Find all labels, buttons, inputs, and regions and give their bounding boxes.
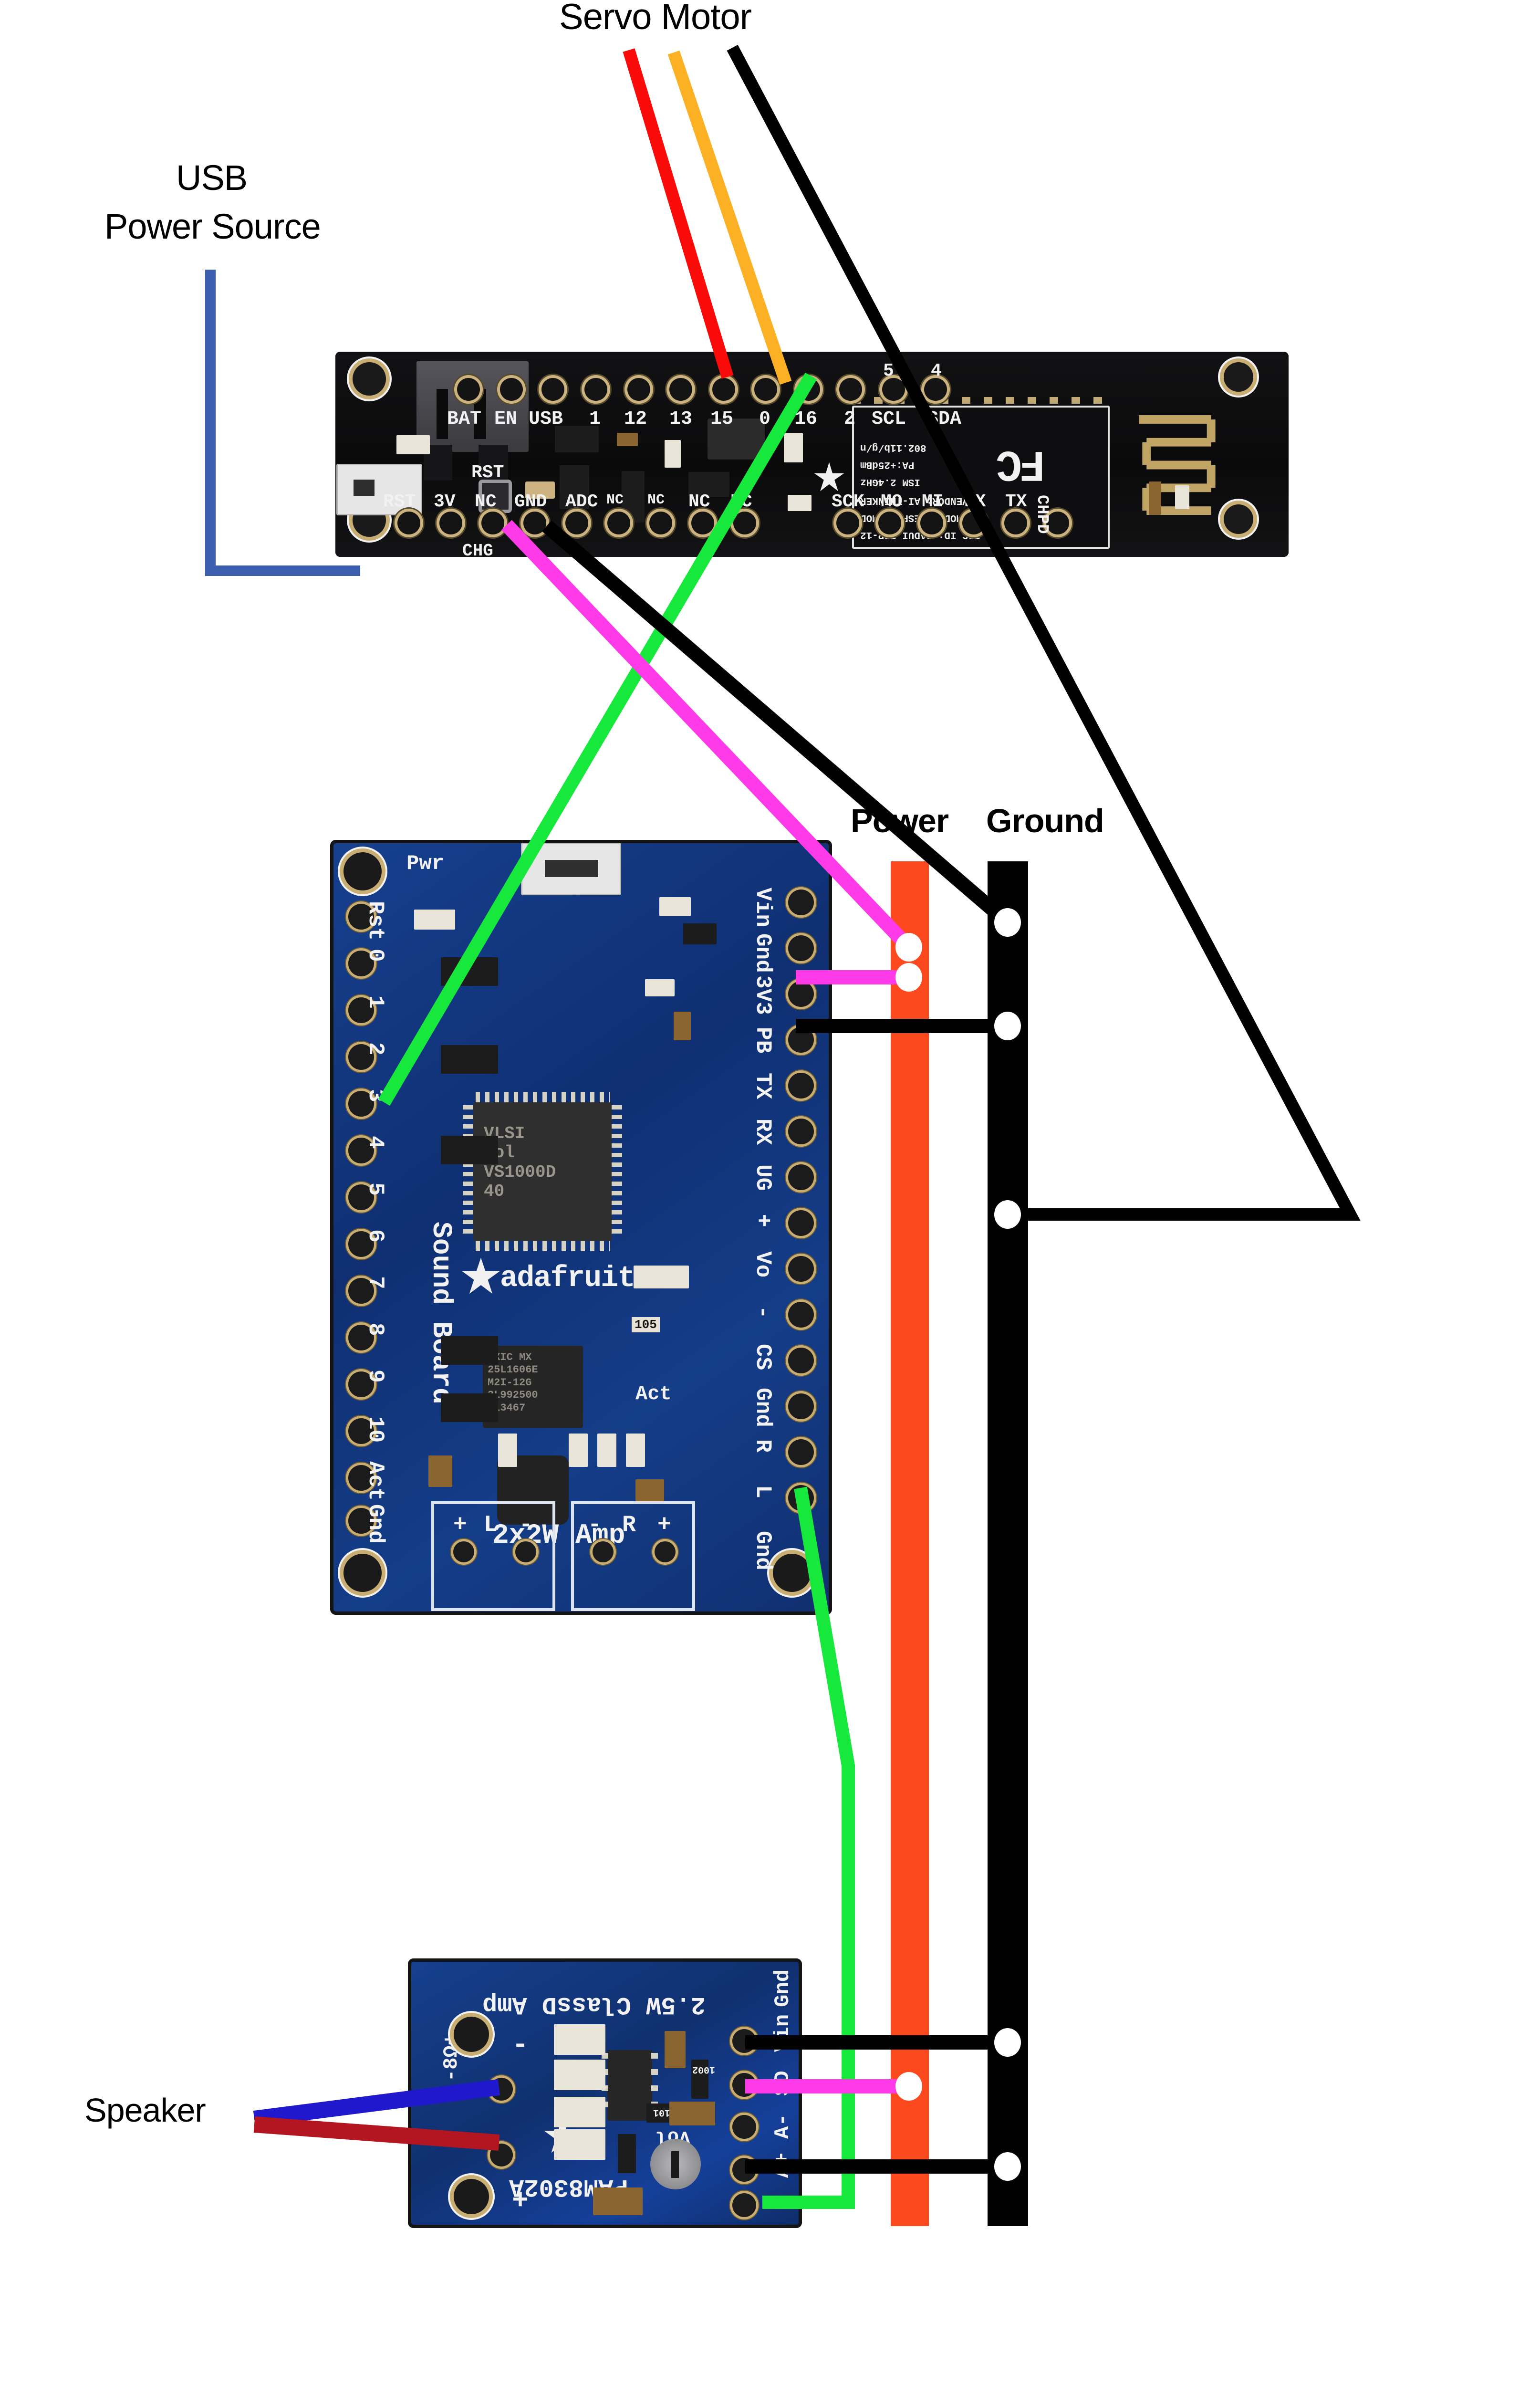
wire-feather3v-to-power-rail bbox=[501, 520, 914, 952]
pin-label-rst: RST bbox=[383, 492, 416, 512]
vs1000d-chip bbox=[473, 1102, 612, 1241]
adafruit-star-icon bbox=[462, 1257, 500, 1294]
pin-label-0: 0 bbox=[759, 408, 771, 430]
power-rail bbox=[891, 861, 929, 2226]
pin-label-mi: MI bbox=[922, 492, 944, 512]
soundboard-mount-hole-br bbox=[773, 1554, 811, 1592]
soundboard-right-pins: Vin Gnd 3V3 PB TX RX UG + Vo - CS Gnd R … bbox=[330, 840, 832, 1615]
adafruit-logo-icon bbox=[814, 462, 844, 492]
pin-label-nc4: NC bbox=[688, 492, 710, 512]
pin-label-4: 4 bbox=[931, 361, 942, 381]
pin-label-mo: MO bbox=[881, 492, 903, 512]
wire-soundboard-l-to-amp-aplus bbox=[762, 1486, 855, 2209]
adafruit-wordmark: adafruit bbox=[500, 1261, 635, 1295]
feather-bottom-header-labels: RST 3V NC GND ADC NC NC NC NC SCK MO MI … bbox=[335, 352, 1289, 557]
pam8302a-chip bbox=[607, 2050, 652, 2121]
soundboard-mount-hole-tl bbox=[343, 852, 382, 890]
pin-label-nc3: NC bbox=[647, 492, 665, 508]
wire-feathergnd-to-ground-rail bbox=[542, 520, 1012, 928]
usb-power-source-label-line1: USB bbox=[176, 158, 248, 198]
terminal-label-l: L bbox=[484, 1512, 498, 1538]
ground-rail bbox=[988, 861, 1028, 2226]
battery-jst-connector bbox=[416, 361, 529, 452]
wire-feather12-to-soundboard3 bbox=[378, 372, 817, 1106]
pin-label-gnd: GND bbox=[514, 492, 547, 512]
amp-mount-hole-tl bbox=[454, 2017, 489, 2052]
amp-mount-hole-bl bbox=[454, 2179, 489, 2214]
pwr-led-silkscreen: Pwr bbox=[406, 852, 445, 876]
amp-pin-hole-sd[interactable] bbox=[732, 2115, 756, 2139]
terminal-label-l-plus: + bbox=[453, 1512, 467, 1538]
res-105-marking: 105 bbox=[632, 1317, 660, 1332]
usb-power-source-label-line2: Power Source bbox=[104, 207, 321, 246]
pin-label-adc: ADC bbox=[565, 492, 598, 512]
rail-node-power-1 bbox=[895, 933, 922, 962]
wire-speaker-negative-blue bbox=[253, 2079, 500, 2127]
wire-servo-signal-orange bbox=[667, 50, 792, 385]
mount-hole-tl bbox=[353, 362, 386, 396]
terminal-label-r-minus: - bbox=[588, 1512, 602, 1538]
rail-node-ground-2 bbox=[994, 1012, 1021, 1040]
feather-huzzah-board: FC FCC ID: 2ADUI ESP-12 MODEL: ESP8266MO… bbox=[335, 352, 1289, 557]
pin-label-1: 1 bbox=[589, 408, 601, 430]
terminal-label-r-plus: + bbox=[657, 1512, 671, 1538]
mount-hole-br bbox=[1224, 504, 1253, 534]
wire-usb-power bbox=[205, 270, 360, 576]
soundboard-mount-hole-bl bbox=[343, 1554, 382, 1592]
micro-usb-jack[interactable] bbox=[336, 464, 422, 515]
reset-button[interactable] bbox=[479, 480, 512, 513]
terminal-label-r: R bbox=[622, 1512, 636, 1538]
pin-label-12: 12 bbox=[624, 408, 647, 430]
chg-silkscreen: CHG bbox=[462, 541, 493, 557]
pin-label-en: EN bbox=[494, 408, 518, 430]
soundboard-left-pins: Rst 0 1 2 3 4 5 6 7 8 9 10 Act Gnd bbox=[330, 840, 832, 1615]
rail-node-ground-5 bbox=[994, 2152, 1021, 2181]
pin-label-5: 5 bbox=[883, 361, 894, 381]
wire-servo-red bbox=[623, 48, 734, 379]
pin-label-nc1: NC bbox=[475, 492, 497, 512]
rst-button-silkscreen: RST bbox=[471, 462, 504, 483]
pin-label-usb: USB bbox=[529, 408, 563, 430]
pin-label-sck: SCK bbox=[832, 492, 864, 512]
sound-board: VLSI Sol VS1000D 40 MXIC MX 25L1606E M2I… bbox=[330, 840, 832, 1615]
speaker-label: Speaker bbox=[84, 2092, 206, 2129]
pin-label-tx: TX bbox=[1005, 492, 1027, 512]
rail-node-ground-1 bbox=[994, 908, 1021, 937]
pin-label-bat: BAT bbox=[447, 408, 482, 430]
pin-label-2: 2 bbox=[844, 408, 856, 430]
pin-label-3v: 3V bbox=[434, 492, 456, 512]
flash-memory-chip bbox=[483, 1346, 583, 1428]
feather-top-header-labels: BAT EN USB 1 12 13 15 0 16 2 SCL SDA 5 4 bbox=[335, 352, 1289, 557]
pin-label-15: 15 bbox=[710, 408, 734, 430]
rail-node-ground-3 bbox=[994, 1200, 1021, 1229]
terminal-label-l-minus: - bbox=[519, 1512, 533, 1538]
pin-label-scl: SCL bbox=[872, 408, 906, 430]
mount-hole-tr bbox=[1224, 362, 1253, 392]
ground-rail-label: Ground bbox=[986, 802, 1104, 839]
rail-node-power-2 bbox=[895, 963, 922, 992]
pin-label-13: 13 bbox=[669, 408, 693, 430]
pin-label-16: 16 bbox=[794, 408, 818, 430]
wire-servo-ground-black bbox=[727, 44, 1361, 1221]
rail-node-power-3 bbox=[895, 2072, 922, 2101]
amp-pin-hole-a-plus[interactable] bbox=[732, 2193, 756, 2217]
rail-node-ground-4 bbox=[994, 2028, 1021, 2057]
servo-motor-label: Servo Motor bbox=[559, 0, 752, 37]
wire-speaker-positive-red bbox=[253, 2116, 500, 2151]
act-led-silkscreen: Act bbox=[635, 1382, 672, 1405]
regulator-chip bbox=[497, 1455, 569, 1525]
pin-label-nc2: NC bbox=[606, 492, 624, 508]
